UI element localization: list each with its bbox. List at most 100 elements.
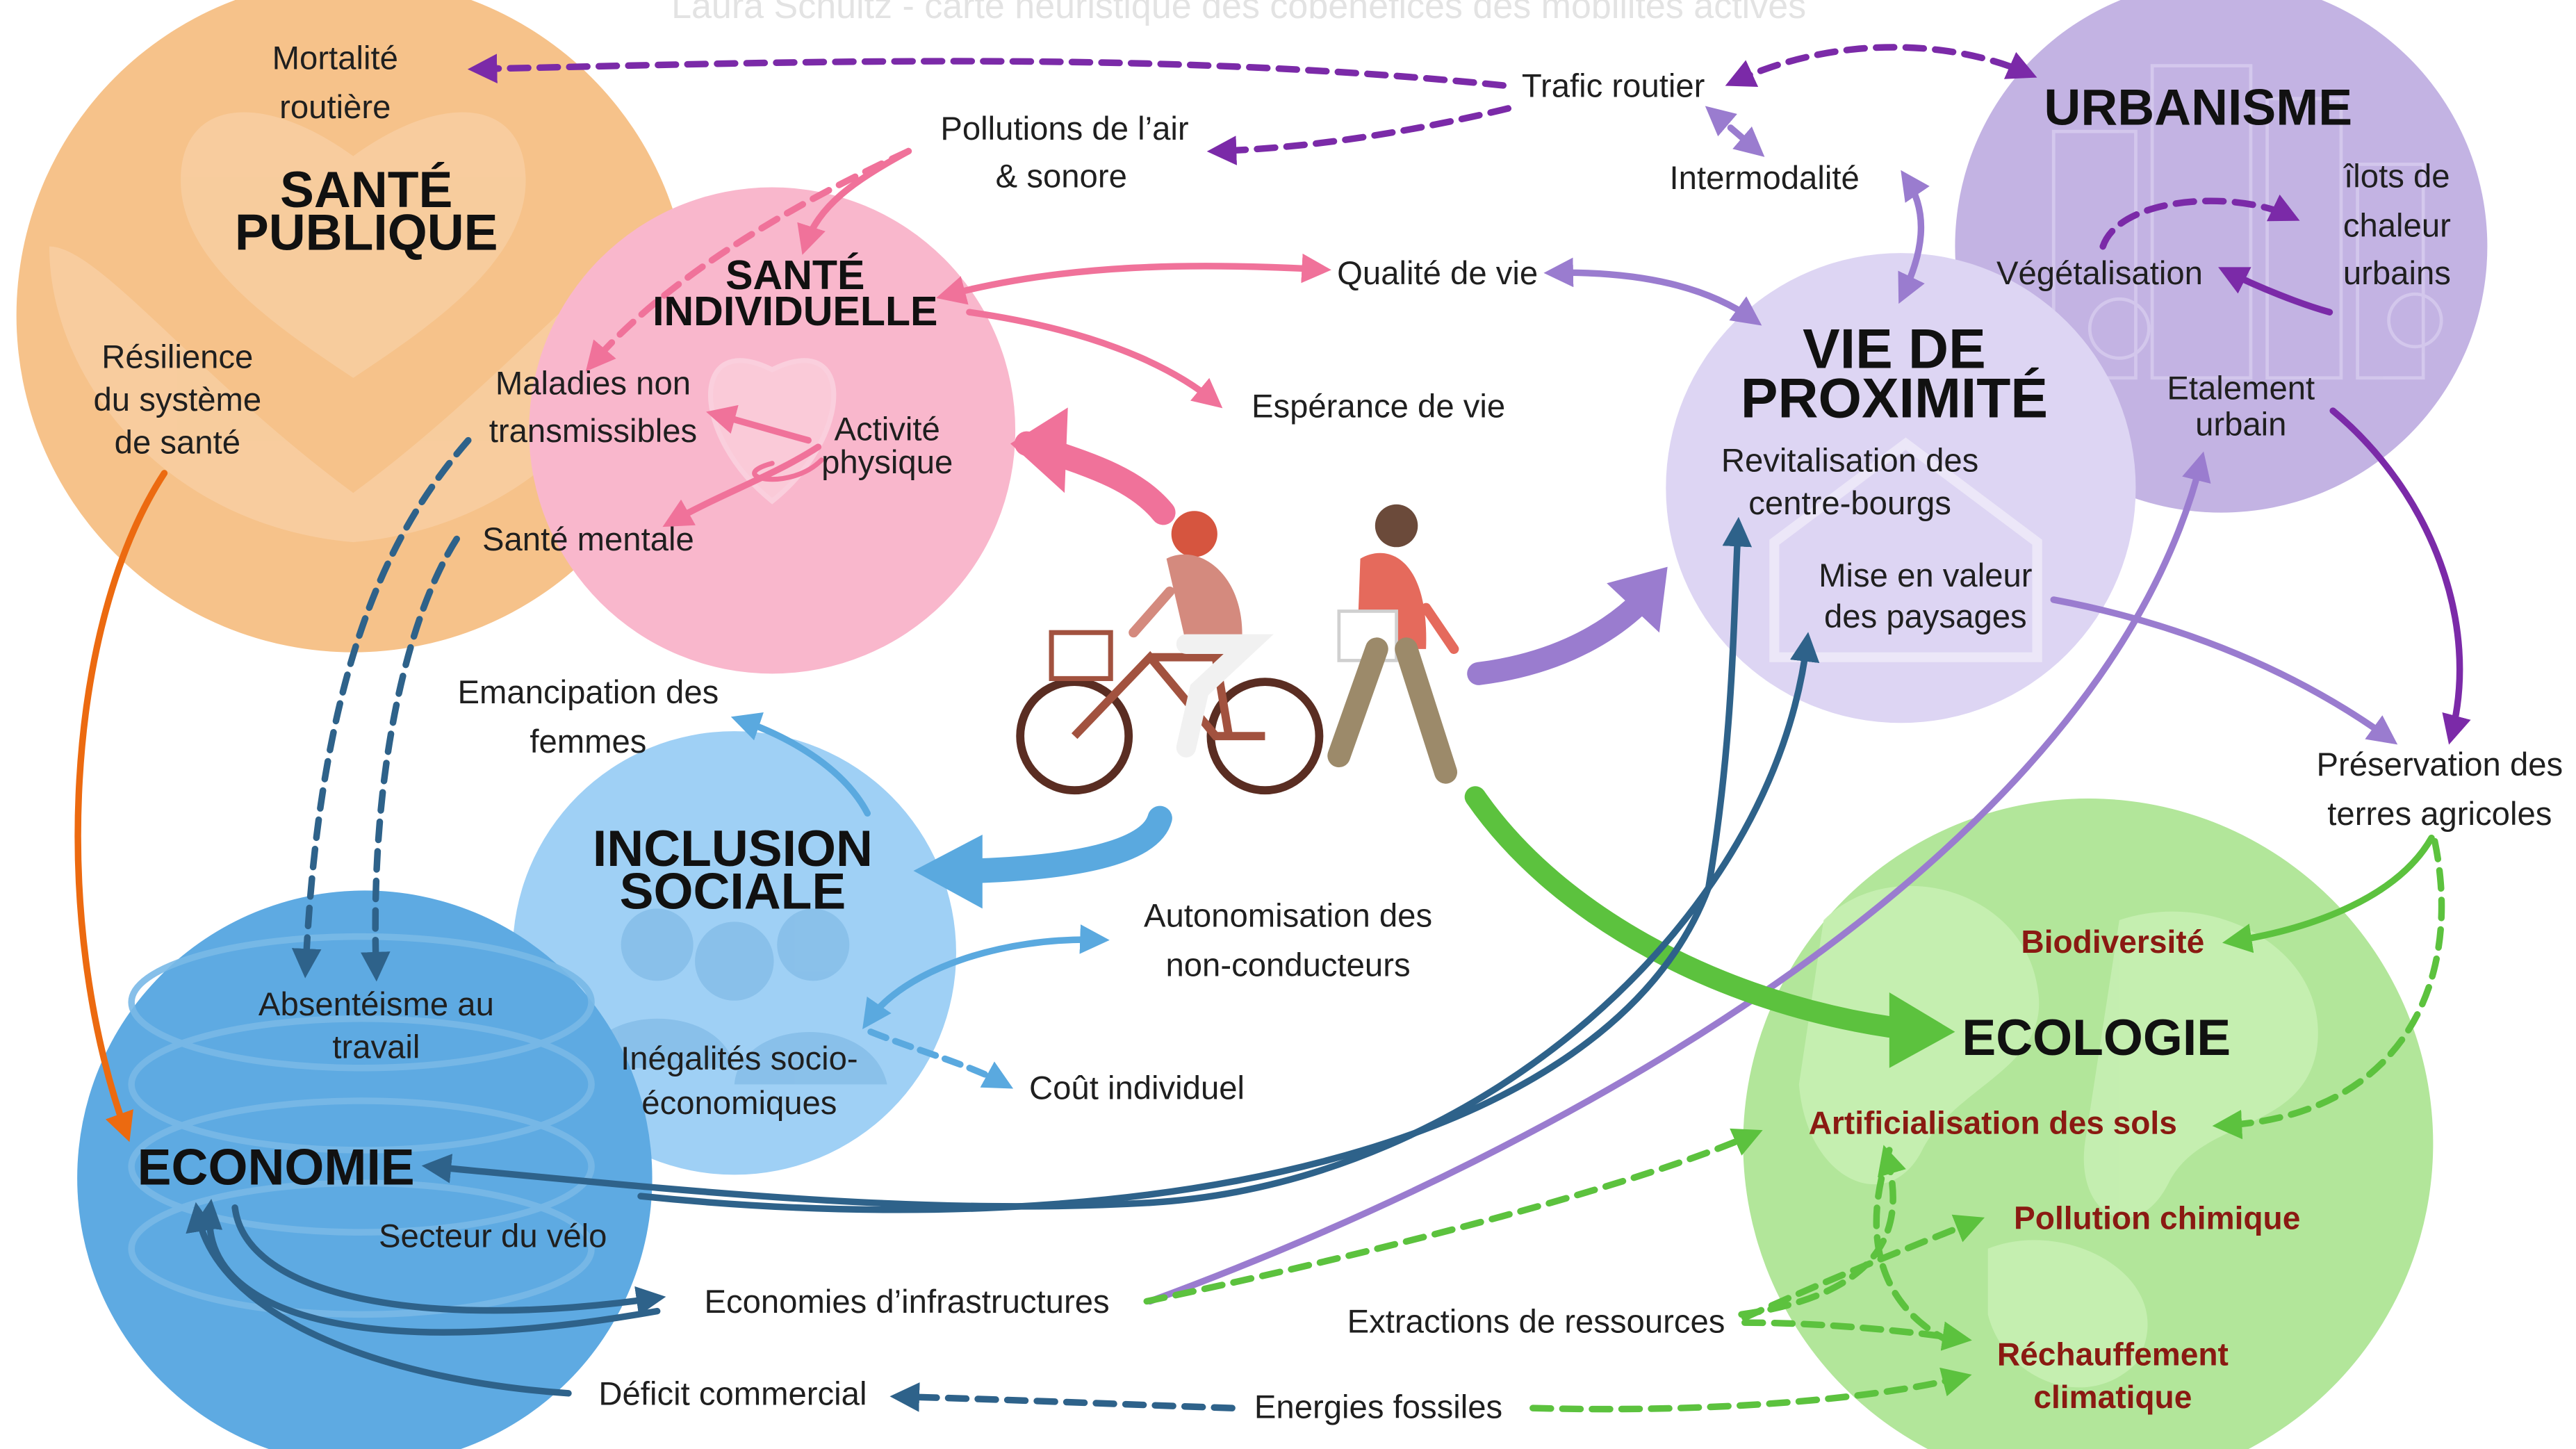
- link-etalement-preservation: [2329, 407, 2471, 745]
- sante-publique-title-1: SANTÉ: [280, 161, 452, 218]
- rechauffement-label-2: climatique: [2033, 1379, 2192, 1415]
- cout-individuel-label: Coût individuel: [1029, 1070, 1245, 1107]
- link-pollutions-sante-ind: [797, 147, 912, 255]
- preservation-label-1: Préservation des: [2316, 746, 2563, 783]
- resilience-label-1: Résilience: [101, 339, 253, 376]
- link-trafic-urbanisme: [1725, 44, 2037, 88]
- emancipation-label-2: femmes: [530, 723, 646, 760]
- link-economie-infra-1: [231, 1204, 666, 1316]
- link-mentale-absenteisme: [361, 535, 460, 982]
- revitalisation-label-2: centre-bourgs: [1748, 485, 1951, 522]
- activite-label-2: physique: [821, 444, 953, 481]
- ilots-label-3: urbains: [2343, 255, 2451, 292]
- link-paysages-economie: [421, 632, 1820, 1210]
- autonomisation-label-1: Autonomisation des: [1144, 897, 1432, 934]
- arrow-to-sante-ind-head: [1010, 407, 1068, 493]
- extractions-label: Extractions de ressources: [1347, 1303, 1725, 1340]
- link-activite-maladies: [706, 404, 812, 444]
- city-skyline-icon: [2051, 64, 2443, 380]
- link-trafic-pollutions: [1206, 105, 1512, 165]
- mortalite-label-2: routière: [279, 89, 391, 126]
- sante-individuelle-title-2: INDIVIDUELLE: [653, 288, 937, 334]
- urbanisme-title: URBANISME: [2044, 79, 2352, 136]
- inclusion-title-2: SOCIALE: [620, 862, 846, 919]
- secteur-velo-label: Secteur du vélo: [379, 1218, 607, 1254]
- walker-illustration: [1327, 504, 1459, 784]
- ilots-label-1: îlots de: [2343, 158, 2450, 195]
- link-vegetalisation-ilots: [2099, 194, 2300, 250]
- resilience-label-3: de santé: [115, 425, 240, 461]
- link-preservation-biodiversite: [2222, 835, 2435, 953]
- sante-publique-title-2: PUBLIQUE: [235, 204, 498, 261]
- etalement-label-2: urbain: [2195, 407, 2286, 443]
- pollution-chimique-label: Pollution chimique: [2014, 1200, 2300, 1236]
- intermodalite-label: Intermodalité: [1670, 160, 1860, 197]
- link-ilots-vegetalisation: [2218, 267, 2333, 316]
- connectors: [74, 44, 2471, 1413]
- link-pollutions-maladies: [585, 147, 912, 372]
- vie-proximite-title-1: VIE DE: [1803, 318, 1986, 381]
- activite-label-1: Activité: [834, 411, 940, 448]
- link-sante-ind-qualite: [936, 253, 1331, 305]
- ilots-label-2: chaleur: [2343, 207, 2451, 244]
- inegalites-label-2: économiques: [641, 1085, 837, 1122]
- sante-mentale-label: Santé mentale: [482, 521, 694, 558]
- absenteisme-label-2: travail: [332, 1029, 420, 1066]
- artificialisation-label: Artificialisation des sols: [1809, 1104, 2177, 1140]
- header-title: Laura Schultz - carte heuristique des co…: [671, 0, 1806, 26]
- sante-publique-circle: [16, 0, 690, 653]
- autonomisation-label-2: non-conducteurs: [1165, 947, 1410, 983]
- preservation-label-2: terres agricoles: [2327, 796, 2552, 833]
- arrow-to-vie-proximite-head: [1607, 566, 1668, 633]
- paysages-label-2: des paysages: [1824, 598, 2027, 635]
- link-maladies-absenteisme: [291, 436, 472, 979]
- link-paysages-preservation: [2050, 596, 2398, 745]
- absenteisme-label-1: Absentéisme au: [259, 986, 494, 1023]
- link-deficit-economie: [186, 1202, 572, 1397]
- etalement-label-1: Etalement: [2167, 370, 2315, 407]
- arrow-to-inclusion: [965, 805, 1172, 883]
- economies-infra-label: Economies d’infrastructures: [704, 1284, 1109, 1320]
- esperance-vie-label: Espérance de vie: [1252, 388, 1505, 425]
- link-infra-artificialisation: [1143, 1128, 1763, 1305]
- paysages-label-1: Mise en valeur: [1819, 557, 2032, 594]
- biodiversite-label: Biodiversité: [2021, 924, 2204, 960]
- pollutions-label-1: Pollutions de l’air: [940, 110, 1188, 147]
- mortalite-label-1: Mortalité: [272, 40, 398, 76]
- link-inegalites-autonomisation: [862, 924, 1110, 1030]
- maladies-label-2: transmissibles: [489, 413, 697, 450]
- arrow-to-vie-proximite: [1467, 588, 1655, 685]
- energies-label: Energies fossiles: [1254, 1389, 1502, 1425]
- sante-individuelle-title-1: SANTÉ: [725, 252, 864, 298]
- vie-proximite-circle: [1666, 253, 2136, 723]
- maladies-label-1: Maladies non: [495, 365, 691, 402]
- link-preservation-artificialisation: [2212, 837, 2445, 1140]
- link-qualite-vie: [1543, 257, 1762, 326]
- vie-proximite-title-2: PROXIMITÉ: [1741, 368, 2048, 430]
- ecologie-title: ECOLOGIE: [1962, 1009, 2231, 1066]
- trafic-label: Trafic routier: [1522, 67, 1705, 104]
- link-energies-deficit: [889, 1382, 1236, 1412]
- link-resilience-economie: [74, 470, 168, 1143]
- link-activite-mentale: [662, 443, 822, 527]
- link-trafic-mortalite: [467, 54, 1507, 89]
- link-extractions-pollution: [1741, 1214, 1985, 1321]
- link-energies-rechauffement: [1529, 1367, 1972, 1413]
- hands-heart-icon: [49, 112, 657, 543]
- qualite-vie-label: Qualité de vie: [1337, 255, 1538, 292]
- revitalisation-label-1: Revitalisation des: [1721, 443, 1978, 480]
- inegalites-label-1: Inégalités socio-: [621, 1040, 858, 1077]
- economie-title: ECONOMIE: [138, 1139, 415, 1196]
- inclusion-title-1: INCLUSION: [593, 820, 873, 877]
- link-inclusion-emancipation: [730, 712, 871, 817]
- arrow-to-ecologie-head: [1889, 992, 1955, 1068]
- emancipation-label-1: Emancipation des: [458, 674, 719, 711]
- pollutions-label-2: & sonore: [996, 158, 1127, 195]
- link-activite-mentale-2: [752, 457, 824, 482]
- rechauffement-label-1: Réchauffement: [1997, 1336, 2229, 1373]
- link-inegalites-cout: [867, 1028, 1014, 1089]
- link-pollution-rechauffement: [1873, 1147, 1959, 1348]
- link-trafic-intermodalite: [1705, 106, 1765, 157]
